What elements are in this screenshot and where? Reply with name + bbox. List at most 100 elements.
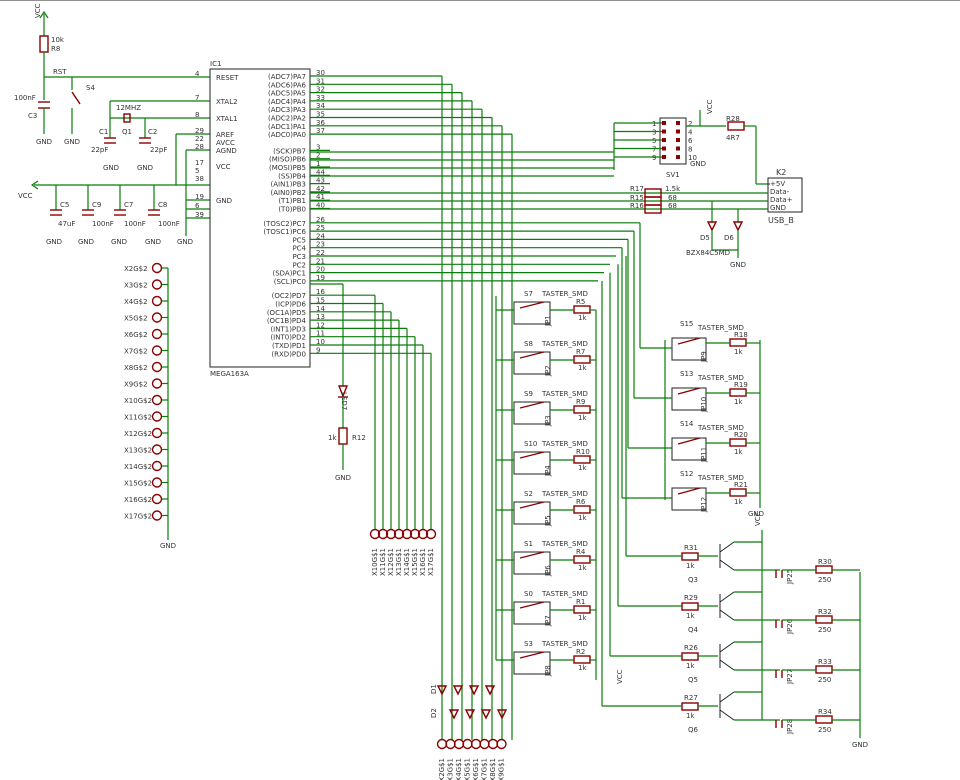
mid-connector-label: X15G$1 — [411, 548, 419, 576]
resistor-value: 1k — [734, 348, 743, 356]
bottom-pad — [496, 738, 507, 750]
resistor-r19 — [729, 388, 747, 397]
resistor-name: R4 — [576, 548, 586, 556]
transistor-name: Q5 — [688, 676, 698, 684]
strip-pad — [151, 427, 163, 439]
strip-label: X4G$2 — [124, 298, 148, 306]
resistor-name: R27 — [684, 694, 698, 702]
mid-connector-label: X17G$1 — [427, 548, 435, 576]
jumper-name: JP10 — [700, 397, 708, 413]
ic1-name: IC1 — [210, 60, 221, 68]
gnd-label: GND — [46, 238, 62, 246]
s4-label: S4 — [86, 84, 95, 92]
switch-contact — [519, 501, 545, 509]
r16-value: 68 — [668, 202, 677, 210]
jumper-name: JP25 — [786, 569, 794, 585]
sv1-pin-number: 10 — [688, 154, 697, 162]
ic1-pin-name: (T1)PB1 — [278, 197, 306, 205]
jumper-name: JP26 — [786, 618, 794, 635]
d1-name: D1 — [430, 684, 438, 694]
usb-pin-gnd: GND — [770, 204, 786, 212]
ic1-pin-name: (ADC6)PA6 — [268, 81, 307, 89]
gnd-label: GND — [78, 238, 94, 246]
switch-s14 — [671, 437, 707, 461]
ic1-pin-name: PC2 — [292, 261, 306, 269]
switch-s2 — [513, 501, 551, 525]
transistor-lead — [719, 609, 735, 621]
resistor-name: R10 — [576, 448, 590, 456]
k2-name: K2 — [776, 168, 786, 177]
usb-name: USB_B — [768, 216, 794, 225]
ic1-pin-number: 42 — [316, 185, 325, 193]
diode-symbol — [448, 709, 460, 720]
usb-connector-k2: K2 +5V Data- Data+ GND USB_B R17 1.5k R1… — [310, 168, 803, 269]
ic1-pin-number: 7 — [195, 94, 199, 102]
gnd-label: GND — [111, 238, 127, 246]
resistor-r31 — [681, 552, 699, 561]
ic1-pin-name: (ADC5)PA5 — [268, 90, 306, 98]
sv1-pin — [676, 146, 680, 151]
ic1-pin-name: (OC2)PD7 — [272, 292, 306, 300]
c5-name: C5 — [60, 201, 69, 209]
switch-contact — [519, 401, 545, 409]
resistor-value: 1k — [578, 414, 587, 422]
jumper-name: JP1 — [544, 315, 552, 327]
rst-label: RST — [53, 68, 67, 76]
bottom-pad — [487, 738, 499, 750]
switch-contact — [677, 437, 701, 445]
resistor-value: 1k — [734, 448, 743, 456]
strip-pad — [151, 510, 163, 521]
ic1-pin-number: 22 — [316, 249, 325, 257]
r12-name: R12 — [352, 434, 366, 442]
resistor-name: R9 — [576, 398, 585, 406]
sv1-pin — [662, 155, 666, 159]
jumper-name: JP12 — [700, 497, 708, 513]
c7-value: 100nF — [124, 220, 146, 228]
resistor-r34 — [815, 715, 833, 724]
transistor-lead — [719, 659, 735, 671]
resistor-value: 1k — [686, 612, 695, 620]
resistor-r12 — [338, 427, 348, 445]
jumper-name: JP6 — [544, 565, 552, 577]
ic1-pin-number: 13 — [316, 313, 325, 321]
ic1-pin-name: (ADC3)PA3 — [268, 106, 306, 114]
strip-pad — [151, 394, 163, 406]
switch-type: TASTER_SMD — [541, 640, 588, 648]
resistor-r6 — [573, 505, 591, 514]
ic1-pin-number: 19 — [195, 193, 204, 201]
ic1-pin-number: 1 — [316, 160, 320, 168]
crystal-q1 — [123, 113, 131, 123]
strip-label: X5G$2 — [124, 315, 148, 323]
switch-name: S8 — [524, 340, 533, 348]
c8-value: 100nF — [158, 220, 180, 228]
resistor-value: 1k — [578, 514, 587, 522]
gnd-label: GND — [748, 510, 764, 518]
ic1-pin-number: 40 — [316, 202, 325, 210]
jumper-name: JP3 — [544, 415, 552, 427]
gnd-label: GND — [852, 741, 868, 749]
strip-label: X11G$2 — [124, 414, 152, 422]
sv1-pin-number: 2 — [688, 120, 692, 128]
switch-contact — [677, 387, 701, 395]
vcc-label: VCC — [616, 669, 624, 684]
ic1-pin-number: 30 — [316, 69, 325, 77]
switch-type: TASTER_SMD — [697, 424, 744, 432]
resistor-r8 — [39, 35, 49, 53]
ic1-pin-number: 11 — [316, 330, 325, 338]
vcc-label: VCC — [18, 192, 33, 200]
ic1-pin-number: 32 — [316, 86, 325, 94]
strip-pad — [151, 444, 163, 455]
switch-name: S7 — [524, 290, 533, 298]
bottom-pad — [470, 738, 482, 750]
resistor-value: 250 — [818, 676, 831, 684]
resistor-r4 — [573, 555, 591, 564]
switch-contact — [519, 301, 545, 309]
jumper-name: JP28 — [786, 719, 794, 735]
sv1-pin — [662, 121, 666, 125]
resistor-r1 — [573, 605, 591, 614]
ic1-pin-number: 8 — [195, 111, 199, 119]
ic1-left-pins: RESET4XTAL27XTAL18AREF29AVCC22AGND28VCC1… — [195, 70, 239, 219]
